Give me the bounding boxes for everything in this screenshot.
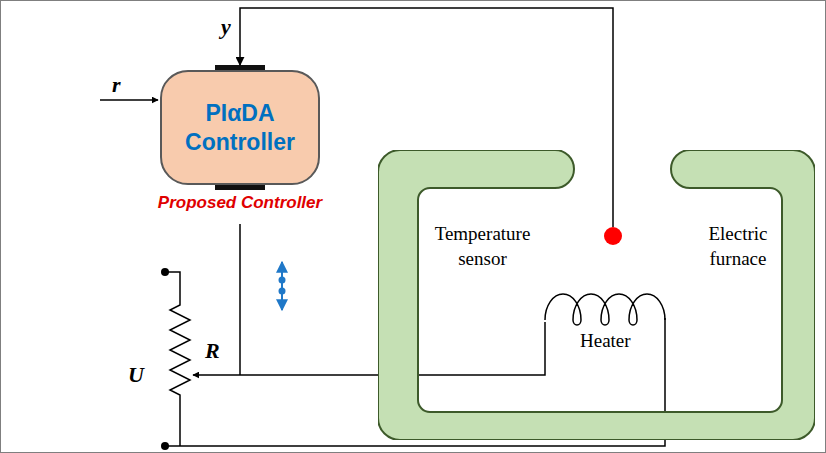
control-wire	[239, 224, 241, 375]
adjust-dot	[279, 288, 286, 295]
adjust-arrow	[281, 262, 283, 310]
furnace-label: Electric furnace	[692, 222, 784, 271]
heater-coil	[545, 294, 665, 325]
input-arrow	[100, 99, 158, 101]
furnace-wall	[378, 150, 815, 440]
heater-label: Heater	[580, 330, 631, 352]
sensor-dot	[604, 227, 622, 245]
terminal-dot	[161, 442, 169, 450]
signal-name: r	[112, 72, 121, 98]
resistor-name: R	[205, 338, 220, 364]
wiper-wire	[193, 322, 545, 375]
signal-name: y	[220, 14, 232, 40]
adjust-dot	[279, 277, 286, 284]
controller-name: PIαDA Controller	[175, 99, 305, 157]
controller-box: PIαDA ControllerProposed Controller	[160, 70, 320, 185]
voltage-name: U	[128, 362, 144, 388]
furnace-outline	[378, 150, 815, 440]
furnace-body: Electric furnace	[378, 150, 815, 440]
controller-note: Proposed Controller	[155, 193, 325, 213]
resistor-symbol	[165, 272, 190, 446]
terminal-dot	[161, 268, 169, 276]
sensor-label: Temperature sensor	[420, 222, 545, 271]
